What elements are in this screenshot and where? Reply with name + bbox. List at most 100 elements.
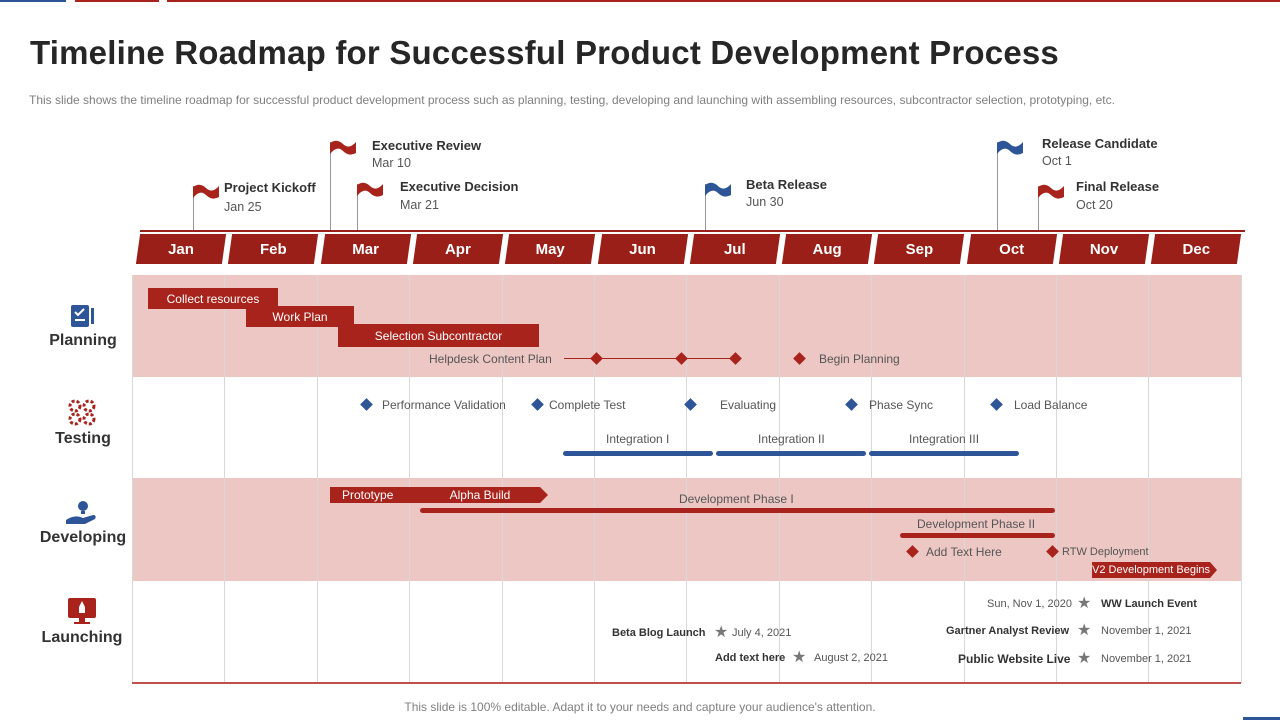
milestone-title: Executive Review — [372, 138, 482, 153]
top-accent-line — [75, 0, 159, 2]
milestone-date: Oct 1 — [1042, 154, 1072, 168]
grid-line — [316, 275, 318, 683]
monitor-rocket-icon — [68, 598, 96, 624]
arrow-head-icon — [540, 487, 548, 503]
red-flag-icon — [330, 140, 356, 155]
phase-label: Development Phase II — [917, 517, 1036, 531]
star-icon: ★ — [1077, 650, 1092, 667]
phase-bar — [900, 533, 1055, 538]
phase-label: Development Phase I — [679, 492, 794, 506]
page-subtitle: This slide shows the timeline roadmap fo… — [29, 93, 1115, 107]
star-icon: ★ — [1077, 622, 1092, 639]
milestone-title: Final Release — [1076, 179, 1160, 194]
task-label: Evaluating — [720, 398, 777, 412]
event-date: November 1, 2021 — [1101, 625, 1192, 637]
star-icon: ★ — [714, 624, 729, 641]
grid-line — [224, 275, 226, 683]
milestone-title: Executive Decision — [400, 179, 519, 194]
grid-line — [1240, 275, 1242, 683]
month-mar: Mar — [320, 234, 411, 264]
grid-line — [963, 275, 965, 683]
task-label: Begin Planning — [819, 352, 900, 366]
month-label: Oct — [999, 240, 1025, 258]
month-label: Mar — [352, 240, 379, 258]
gears-icon — [68, 399, 96, 426]
grid-line — [409, 275, 411, 683]
event-name: Gartner Analyst Review — [946, 625, 1070, 637]
task-label: Helpdesk Content Plan — [429, 352, 552, 366]
milestone-date: Mar 21 — [400, 198, 439, 212]
event-date: August 2, 2021 — [814, 652, 889, 664]
gantt-bar: Collect resources — [148, 288, 278, 309]
integration-bar — [869, 451, 1019, 456]
v2-development-bar: V2 Development Begins — [1092, 562, 1211, 578]
integration-label: Integration II — [758, 432, 825, 446]
task-label: Add Text Here — [926, 545, 1002, 559]
task-label: Phase Sync — [869, 398, 934, 412]
event-date: Sun, Nov 1, 2020 — [987, 598, 1073, 610]
blue-flag-icon — [997, 140, 1023, 155]
month-label: Aug — [812, 240, 842, 258]
month-label: Jul — [723, 240, 746, 258]
month-label: Nov — [1089, 240, 1119, 258]
month-label: Dec — [1182, 240, 1211, 258]
month-apr: Apr — [412, 234, 503, 264]
month-label: Feb — [259, 240, 287, 258]
milestone-date: Mar 10 — [372, 156, 411, 170]
month-nov: Nov — [1058, 234, 1150, 264]
row-label-testing: Testing — [55, 430, 111, 447]
grid-line — [778, 275, 780, 683]
grid-line — [594, 275, 595, 683]
integration-bar — [563, 451, 713, 456]
gantt-bar: Work Plan — [246, 306, 354, 327]
integration-label: Integration I — [606, 432, 670, 446]
milestone-title: Release Candidate — [1042, 136, 1158, 151]
event-name: WW Launch Event — [1101, 598, 1197, 610]
event-name: Add text here — [715, 652, 786, 664]
bottom-border — [132, 682, 1241, 684]
red-flag-icon — [193, 184, 219, 199]
milestone-date: Jun 30 — [746, 195, 784, 209]
grid-line — [132, 275, 133, 683]
gantt-bar: Alpha Build — [420, 487, 540, 503]
month-aug: Aug — [781, 234, 873, 264]
event-date: November 1, 2021 — [1101, 653, 1192, 665]
document-checklist-icon — [71, 305, 94, 327]
month-label: Apr — [444, 240, 471, 258]
grid-line — [871, 275, 873, 683]
event-name: Public Website Live — [958, 652, 1071, 666]
task-line — [564, 358, 736, 359]
milestone-title: Beta Release — [746, 177, 827, 192]
grid-line — [1056, 275, 1057, 683]
blue-flag-icon — [705, 182, 731, 197]
event-date: July 4, 2021 — [732, 627, 792, 639]
timeline-axis — [140, 230, 1245, 232]
task-label: Complete Test — [549, 398, 626, 412]
star-icon: ★ — [792, 649, 807, 666]
month-oct: Oct — [966, 234, 1057, 264]
month-jul: Jul — [689, 234, 780, 264]
grid-line — [501, 275, 503, 683]
month-label: Jan — [168, 240, 194, 258]
page-title: Timeline Roadmap for Successful Product … — [30, 34, 1059, 71]
row-label-developing: Developing — [39, 529, 127, 546]
task-label: RTW Deployment — [1062, 546, 1149, 558]
month-may: May — [505, 234, 596, 264]
milestone-date: Oct 20 — [1076, 198, 1113, 212]
grid-line — [1148, 275, 1150, 683]
corner-accent — [1243, 717, 1280, 720]
month-dec: Dec — [1151, 234, 1242, 264]
hand-lightbulb-icon — [66, 501, 96, 524]
row-label-launching: Launching — [41, 629, 123, 646]
milestone-title: Project Kickoff — [224, 180, 316, 195]
month-label: May — [535, 240, 565, 258]
integration-label: Integration III — [909, 432, 980, 446]
star-icon: ★ — [1077, 595, 1092, 612]
month-sep: Sep — [874, 234, 965, 264]
gantt-bar: Prototype — [330, 487, 434, 503]
integration-bar — [716, 451, 866, 456]
event-name: Beta Blog Launch — [612, 627, 706, 639]
month-jun: Jun — [597, 234, 688, 264]
arrow-head-icon — [1210, 562, 1217, 578]
month-jan: Jan — [135, 234, 227, 264]
